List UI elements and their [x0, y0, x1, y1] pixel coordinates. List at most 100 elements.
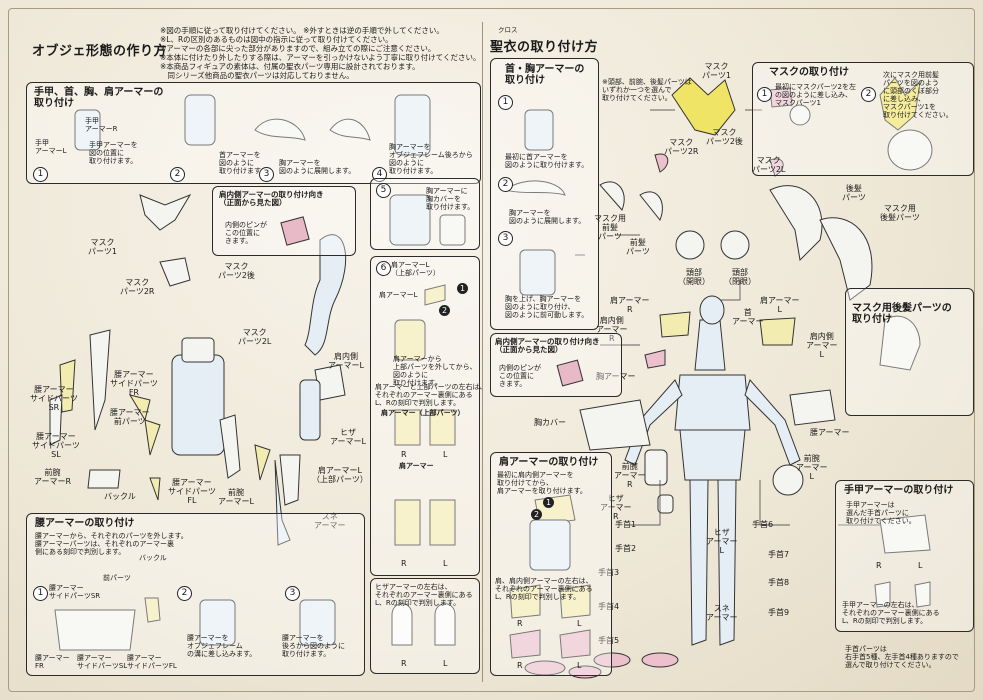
r-label-mask-front-hair: マスク用 前髪 パーツ [594, 214, 626, 241]
label-waist-fl: 腰アーマー サイドパーツ FL [168, 478, 216, 505]
step-2-marker: 2 [170, 167, 185, 182]
knee-l: L [443, 659, 448, 668]
box-title: 肩内側アーマーの取り付け向き （正面から見た図） [219, 190, 324, 207]
knee-lr-note: ヒザアーマーの左右は、 それぞれのアーマー裏側にある L、Rの刻印で判別します。 [375, 583, 473, 607]
selection-note: ※頭部、前腕、後髪パーツは いずれか一つを選んで 取り付けてください。 [602, 78, 692, 102]
shoulder-l: L [443, 559, 448, 568]
label-gauntlet-r: 手甲 アーマーR [85, 117, 118, 133]
mask-step-1: 1 [757, 87, 772, 102]
r-label-hand3: 手首3 [598, 568, 620, 577]
label-shoulder-l-upper: 肩アーマーL （上部パーツ） [312, 466, 368, 484]
label-shoulder-inner-l: 肩内側 アーマーL [328, 352, 364, 370]
waist-step-1: 1 [33, 586, 48, 601]
shoulder-l-label: 肩アーマーL [379, 291, 418, 299]
box-title: マスク用後髪パーツの 取り付け [852, 303, 952, 325]
waist-step-2: 2 [177, 586, 192, 601]
r-label-hand1: 手首1 [615, 520, 637, 529]
knee-lr-panel: ヒザアーマーの左右は、 それぞれのアーマー裏側にある L、Rの刻印で判別します。… [370, 578, 480, 674]
r-label-hand7: 手首7 [768, 550, 790, 559]
pink-armor-swatch [556, 359, 584, 387]
r-label-mask-part2back: マスク パーツ2後 [706, 128, 743, 146]
label-forearm-r: 前腕 アーマーR [34, 468, 72, 486]
shoulder-armor-l: L [577, 619, 582, 628]
step1-text: 手甲アーマーを 図の位置に 取り付けます。 [89, 141, 138, 165]
waist-step2-text: 腰アーマーを オブジェフレーム の溝に差し込みます。 [187, 634, 257, 658]
label-waist-sl: 腰アーマー サイドパーツ SL [32, 432, 80, 459]
mask-part2-drawing [159, 257, 191, 287]
knee-r: R [401, 659, 407, 668]
r-label-hand8: 手首8 [768, 578, 790, 587]
sub-step-1: 1 [457, 283, 468, 294]
upper-parts-label: 肩アーマー（上部パーツ） [381, 409, 465, 417]
r-label-head-open: 頭部 （開眼） [678, 268, 710, 286]
mask-step-2: 2 [861, 87, 876, 102]
mask-part1-drawing [139, 193, 192, 231]
center-divider [482, 22, 483, 682]
box-gauntlet: 手甲アーマーの取り付け 手甲アーマーは 選んだ手首パーツに 取り付けてください。… [835, 480, 974, 632]
inner-armor-r: R [517, 661, 523, 670]
r-label-front-hair: 前髪 パーツ [626, 238, 650, 256]
object-form-notes: ※図の手順に従って取り付けてください。 ※外すときは逆の手順で外してください。 … [160, 26, 481, 80]
label-mask-part2l: マスク パーツ2L [238, 328, 272, 346]
back-hair-drawing [769, 185, 823, 262]
r-label-mask-back-hair: マスク用 後髪パーツ [880, 204, 920, 222]
forearm-drawing [89, 329, 111, 431]
pin-note: 内側のピンが この位置に きます。 [225, 221, 267, 245]
label-waist-front: 腰アーマー 前パーツ [110, 408, 150, 426]
mask-step2-text: 次にマスク用前髪 パーツを図のよう に頭部のくぼ部分 に差し込み、 マスクパーツ… [883, 71, 953, 119]
step-5-marker: 5 [376, 183, 391, 198]
waist-note: 腰アーマーから、それぞれのパーツを外します。 腰アーマーパーツは、それぞれのアー… [35, 532, 188, 556]
box-mask: マスクの取り付け 1 最初にマスクパーツ2を左 の図のように差し込み、 マスクパ… [752, 62, 974, 176]
upper-l: L [443, 450, 448, 459]
object-form-title: オブジェ形態の作り方 [32, 44, 168, 59]
lr-note: 肩アーマーと上部パーツの左右は、 それぞれのアーマー裏側にある L、Rの刻印で判… [375, 383, 487, 407]
r-label-chest-cover: 胸カバー [534, 418, 566, 427]
step5-panel: 5 胸アーマーに 胸カバーを 取り付けます。 [370, 178, 480, 250]
step6-text: 肩アーマーから 上部パーツを外してから、 図のように 取り付けます。 [393, 355, 477, 387]
shoulder-armor-text: 最初に肩内側アーマーを 取り付けてから、 肩アーマーを取り付けます。 [497, 471, 587, 495]
r-label-shoulder-inner-l: 肩内側 アーマー L [806, 332, 838, 359]
step5-text: 胸アーマーに 胸カバーを 取り付けます。 [426, 187, 475, 211]
object-frame-drawing [171, 354, 225, 456]
r-label-shin: スネ アーマー [706, 604, 738, 622]
r-label-shoulder-inner-r: 肩内側 アーマー R [596, 316, 628, 343]
neck-step-3: 3 [498, 231, 513, 246]
step-3-marker: 3 [259, 167, 274, 182]
r-label-hand2: 手首2 [615, 544, 637, 553]
r-label-hand4: 手首4 [598, 602, 620, 611]
shoulder-l-upper-label: 肩アーマーL （上部パーツ） [391, 261, 440, 277]
r-label-mask-part2l: マスク パーツ2L [752, 156, 786, 174]
box-title: マスクの取り付け [769, 67, 849, 78]
inner-armor-l: L [577, 661, 582, 670]
box-title: 腰アーマーの取り付け [35, 518, 135, 529]
box-shoulder-armor: 肩アーマーの取り付け 最初に肩内側アーマーを 取り付けてから、 肩アーマーを取り… [490, 452, 612, 676]
page-frame [8, 8, 975, 692]
body-drawing [694, 319, 726, 371]
saint-cloth-title: 聖衣の取り付け方 [490, 40, 599, 55]
shoulder-r: R [401, 559, 407, 568]
box-shoulder-inner-orientation-left: 肩内側アーマーの取り付け向き （正面から見た図） 内側のピンが この位置に きま… [212, 186, 356, 256]
label-gauntlet-l: 手甲 アーマーL [35, 139, 67, 155]
r-label-mask-part2r: マスク パーツ2R [664, 138, 699, 156]
label-knee-l: ヒザ アーマーL [330, 428, 366, 446]
label-mask-part1: マスク パーツ1 [88, 238, 117, 256]
pin-note: 内側のピンが この位置に きます。 [499, 364, 541, 388]
gauntlet-r: R [876, 561, 882, 570]
r-label-forearm-r: 前腕 アーマー R [614, 462, 646, 489]
neck-step3-text: 胸を上げ、胸アーマーを 図のように取り付け、 図のように前可動します。 [505, 295, 589, 319]
hand-parts-note: 手首パーツは 右手首5種、左手首4種ありますので 選んで取り付けてください。 [845, 645, 959, 669]
r-label-shoulder-r: 肩アーマー R [610, 296, 650, 314]
shoulder-inner-drawing [304, 234, 347, 356]
r-label-knee-r: ヒザ アーマー R [600, 494, 632, 521]
r-label-shoulder-l: 肩アーマー L [760, 296, 800, 314]
sub-step-2: 2 [439, 305, 450, 316]
box-gauntlet-neck-chest-shoulder: 手甲、首、胸、肩アーマーの 取り付け 手甲 アーマーR 手甲 アーマーL 手甲ア… [26, 82, 481, 184]
upper-r: R [401, 450, 407, 459]
waist-label-front: 前パーツ [103, 574, 131, 582]
shoulder-lr-note: 肩、肩内側アーマーの左右は、 それぞれのアーマー裏側にある L、Rの刻印で判別し… [495, 577, 593, 601]
step4-text: 胸アーマーを オブジェフレーム後ろから 図のように 取り付けます。 [389, 143, 473, 175]
box-title: 肩内側アーマーの取り付け向き （正面から見た図） [495, 337, 600, 354]
mask-step1-text: 最初にマスクパーツ2を左 の図のように差し込み、 マスクパーツ1 [775, 83, 856, 107]
